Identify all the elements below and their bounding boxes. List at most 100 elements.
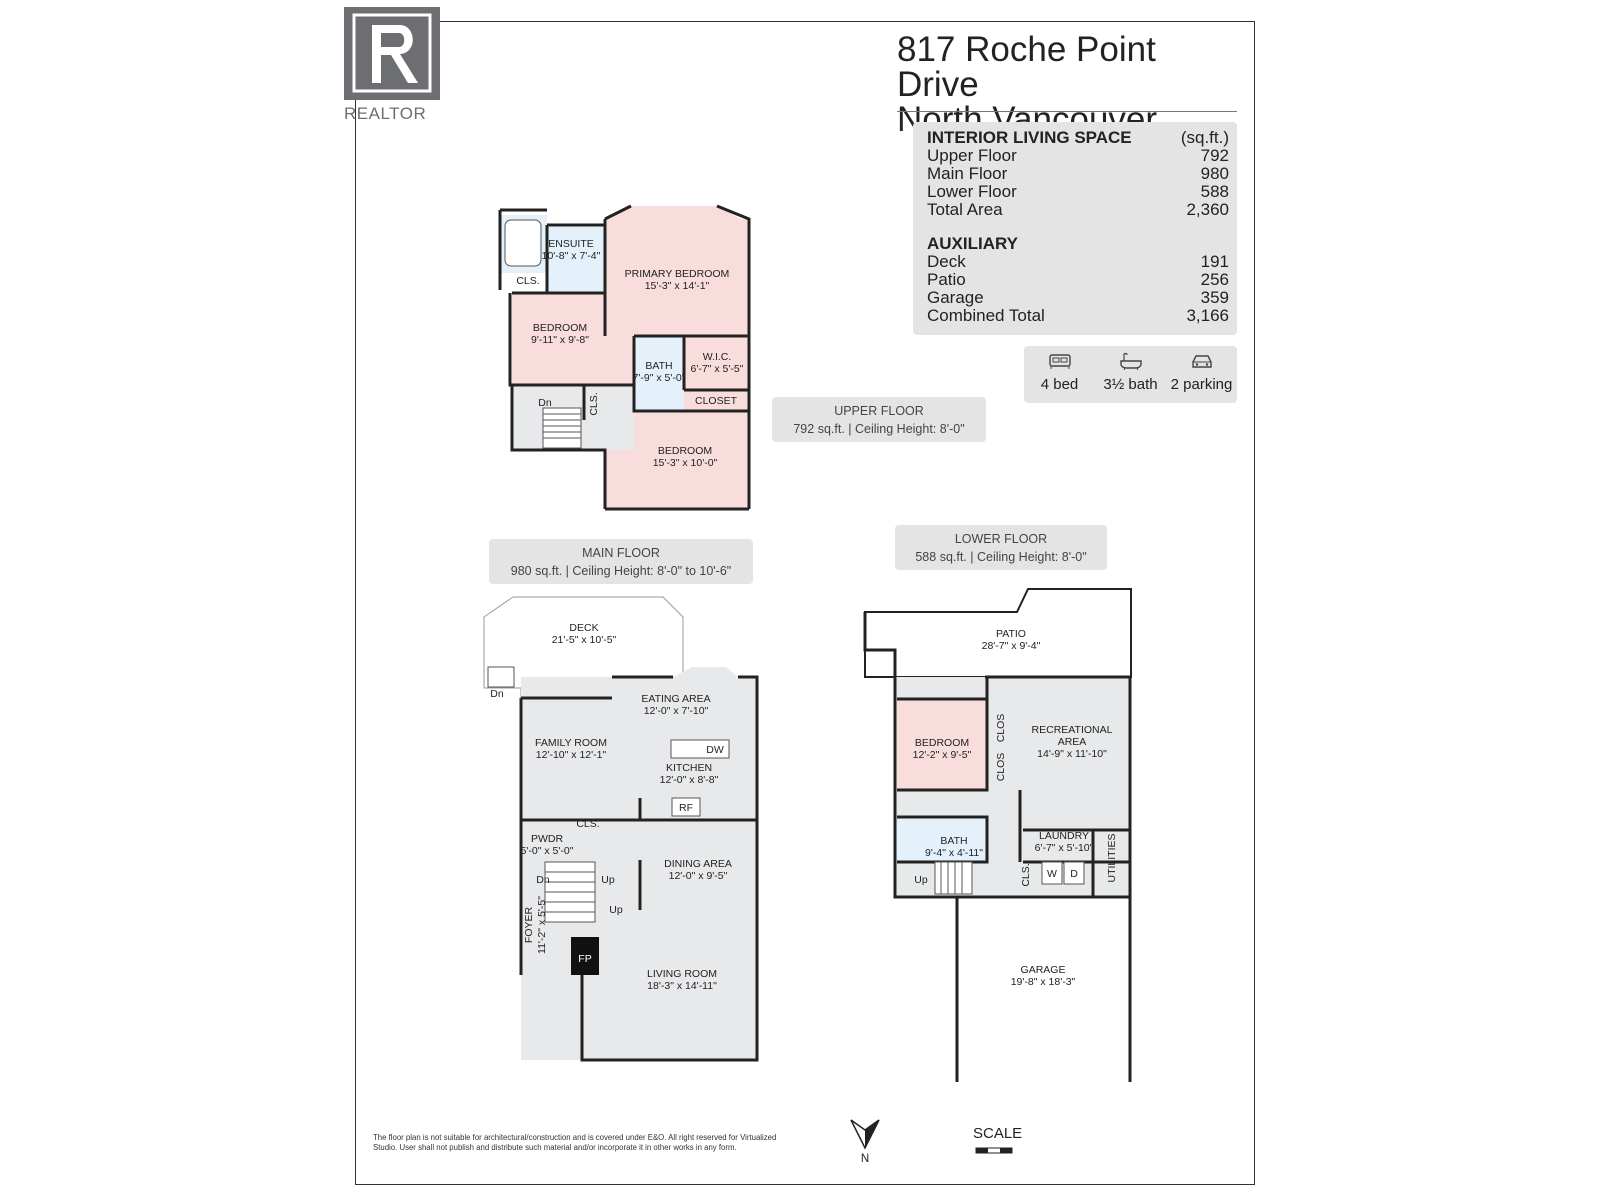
bed-icon (1048, 354, 1071, 369)
bedroom1-dims: 9'-11" x 9'-8" (531, 334, 589, 346)
deck-stairs (487, 666, 515, 688)
deck-name: DECK (569, 622, 598, 634)
lower-closet1-label: CLOS (995, 714, 1007, 743)
powder-room-dims: 5'-0" x 5'-0" (521, 845, 574, 857)
garage-name: GARAGE (1021, 964, 1066, 976)
lower-bath-fill (897, 817, 987, 862)
foyer-name: FOYER (523, 906, 535, 943)
lower-bedroom-dims: 12'-2" x 9'-5" (913, 749, 972, 761)
aux-header: AUXILIARY (927, 234, 1018, 253)
rec-area-name2: AREA (1058, 736, 1087, 748)
main-floor-label: MAIN FLOOR 980 sq.ft. | Ceiling Height: … (489, 539, 753, 584)
beds-amenity: 4 bed (1024, 352, 1095, 393)
interior-header: INTERIOR LIVING SPACE (sq.ft.) (913, 129, 1237, 147)
baths-amenity: 3½ bath (1095, 352, 1166, 393)
lower-floor-plan: PATIO 28'-7" x 9'-4" BEDROOM 12'-2" x 9'… (863, 588, 1132, 1082)
address-line1: 817 Roche Point Drive (897, 30, 1156, 104)
washer-label: W (1047, 868, 1057, 880)
amenities-panel: 4 bed 3½ bath 2 parking (1024, 346, 1237, 403)
upper-floor-label: UPPER FLOOR 792 sq.ft. | Ceiling Height:… (772, 397, 986, 442)
primary-bedroom-name: PRIMARY BEDROOM (625, 268, 730, 280)
laundry-dims: 6'-7" x 5'-10" (1035, 842, 1094, 854)
upper-bath-name: BATH (645, 360, 672, 372)
lower-floor-label: LOWER FLOOR 588 sq.ft. | Ceiling Height:… (895, 525, 1107, 570)
living-room-name: LIVING ROOM (647, 968, 717, 980)
patio-name: PATIO (996, 628, 1026, 640)
beds-count: 4 bed (1040, 376, 1079, 393)
dining-area-name: DINING AREA (664, 858, 732, 870)
closet-label: CLOSET (695, 395, 738, 407)
fireplace-label: FP (578, 953, 591, 965)
upper-floor-plan: ENSUITE 10'-8" x 7'-4" CLS. BEDROOM 9'-1… (498, 204, 751, 511)
laundry-name: LAUNDRY (1039, 830, 1089, 842)
living-room-dims: 18'-3" x 14'-11" (647, 980, 717, 992)
upper-stairs (542, 407, 582, 449)
lower-closet3-label: CLS. (1020, 863, 1032, 886)
family-room-dims: 12'-10" x 12'-1" (536, 749, 607, 761)
parking-count: 2 parking (1170, 376, 1233, 393)
lower-up-label: Up (914, 874, 928, 886)
bedroom2-name: BEDROOM (658, 445, 712, 457)
bedroom1-name: BEDROOM (533, 322, 587, 334)
wic-dims: 6'-7" x 5'-5" (691, 363, 744, 375)
bathtub-icon (1119, 352, 1142, 370)
dryer-box (1063, 861, 1085, 885)
garage-dims: 19'-8" x 18'-3" (1011, 976, 1076, 988)
property-address: 817 Roche Point Drive North Vancouver (897, 32, 1237, 137)
scale-bar-icon (975, 1147, 1013, 1154)
address-divider (897, 111, 1237, 112)
washer-box (1041, 861, 1063, 885)
ensuite-fill (547, 225, 605, 293)
interior-title: INTERIOR LIVING SPACE (927, 128, 1132, 147)
deck-dn-label: Dn (490, 688, 504, 700)
north-arrow-icon: N (850, 1119, 880, 1165)
dryer-label: D (1070, 868, 1078, 880)
bedroom1-fill (512, 293, 605, 385)
rec-area-name: RECREATIONAL (1032, 724, 1113, 736)
kitchen-name: KITCHEN (666, 762, 712, 774)
wic-name: W.I.C. (703, 351, 732, 363)
main-up1-label: Up (601, 874, 615, 886)
bathtub-shape (504, 219, 542, 267)
bedroom2-dims: 15'-3" x 10'-0" (653, 457, 718, 469)
eating-area-dims: 12'-0" x 7'-10" (644, 705, 709, 717)
dishwasher-label: DW (706, 744, 724, 756)
realtor-mark (344, 7, 440, 100)
lower-closet2-label: CLOS (995, 753, 1007, 782)
eating-area-name: EATING AREA (641, 693, 710, 705)
family-room-name: FAMILY ROOM (535, 737, 607, 749)
dining-area-dims: 12'-0" x 9'-5" (669, 870, 728, 882)
plan-sheet (355, 21, 1255, 1185)
fireplace-block (571, 937, 599, 975)
main-floor-plan: DECK 21'-5" x 10'-5" Dn EATING AREA 12'-… (483, 596, 759, 1062)
upper-bath-fill (634, 336, 684, 411)
fridge-label: RF (679, 802, 693, 814)
main-up2-label: Up (609, 904, 623, 916)
foyer-dims: 11'-2" x 5'-5" (536, 896, 548, 954)
baths-count: 3½ bath (1103, 376, 1158, 393)
powder-room-name: PWDR (531, 833, 563, 845)
garage-fill (957, 897, 1130, 1082)
lower-bath-dims: 9'-4" x 4'-11" (925, 847, 983, 859)
realtor-wordmark: REALTOR (344, 104, 427, 123)
main-dn-label: Dn (536, 874, 550, 886)
main-closet-label: CLS. (576, 818, 599, 830)
upper-bath-dims: 7'-9" x 5'-0" (633, 372, 686, 384)
fridge-box (671, 797, 701, 817)
upper-closet2-label: CLS. (588, 392, 600, 415)
kitchen-dims: 12'-0" x 8'-8" (660, 774, 719, 786)
kitchen-counter (670, 739, 730, 759)
primary-bedroom-dims: 15'-3" x 14'-1" (645, 280, 710, 292)
lower-bath-name: BATH (940, 835, 967, 847)
lower-bedroom-fill (897, 699, 987, 790)
patio-dims: 28'-7" x 9'-4" (982, 640, 1041, 652)
rec-area-dims: 14'-9" x 11'-10" (1037, 748, 1107, 760)
